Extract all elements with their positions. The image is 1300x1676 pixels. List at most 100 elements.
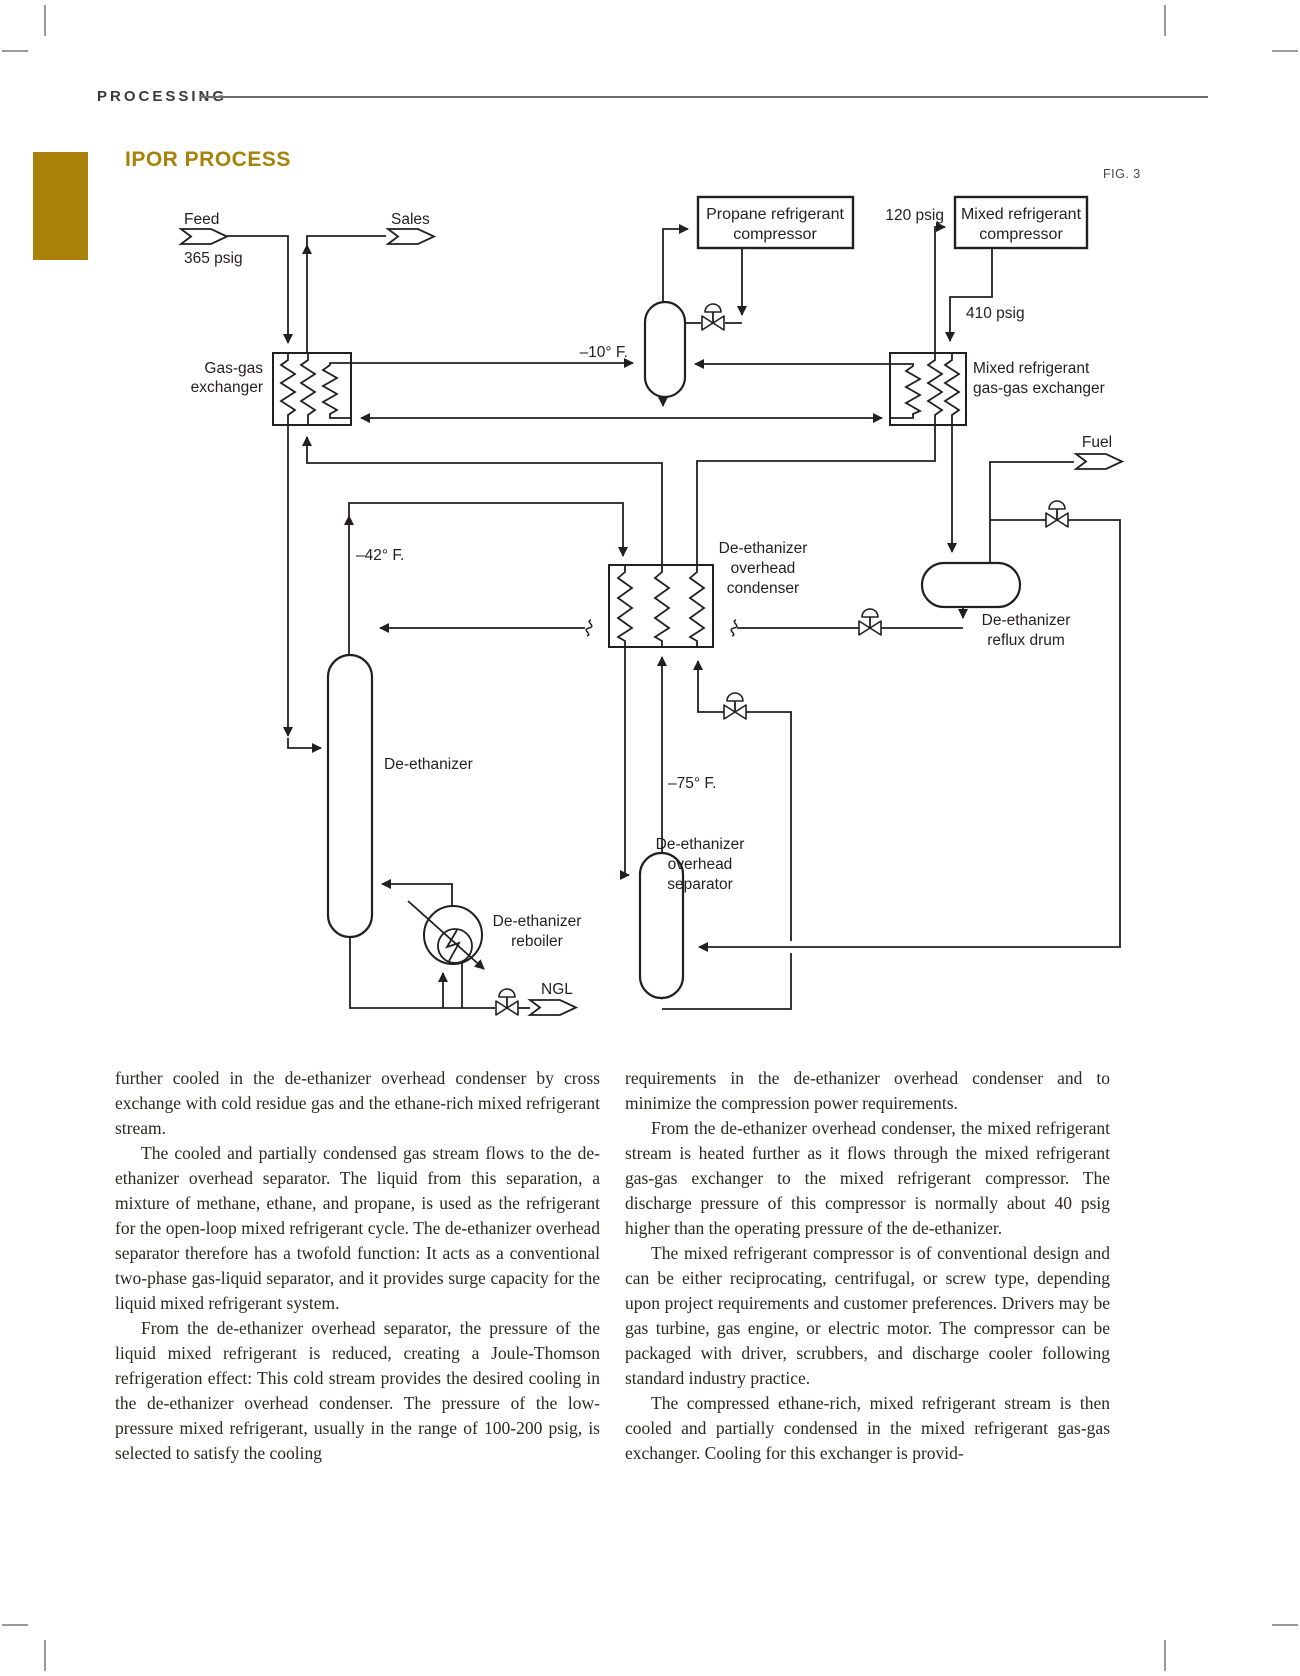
ngl-stream-flag: [527, 999, 579, 1016]
crop-mark: [44, 1640, 46, 1671]
feed-label: Feed: [184, 211, 219, 228]
crop-mark: [44, 5, 46, 36]
feed-pressure-label: 365 psig: [184, 250, 243, 267]
de-ethanizer-overhead-condenser: [608, 564, 714, 648]
reboiler-tube-zigzag: [445, 929, 461, 962]
exchanger-coil: [321, 362, 351, 419]
propane-compressor-label: Propane refrigerant: [706, 206, 844, 223]
fuel-label: Fuel: [1082, 434, 1112, 451]
jt-riser: [746, 711, 792, 941]
de-ethanizer-reflux-drum: [920, 561, 1022, 609]
control-valve-ngl: [495, 988, 519, 1016]
separator-temp-label: –75° F.: [668, 775, 716, 792]
mixed-refrigerant-gas-gas-exchanger: [889, 352, 967, 426]
overhead-to-condenser: [348, 502, 628, 557]
article-paragraph: requirements in the de-ethanizer overhea…: [625, 1068, 1110, 1113]
condenser-label: De-ethanizer: [719, 540, 808, 557]
mr-suction: [934, 222, 946, 353]
fuel-stream-flag: [1073, 453, 1125, 470]
mixed-refrigerant-compressor-box: [953, 195, 1089, 250]
reboiler-return: [381, 879, 453, 906]
article-paragraph: further cooled in the de-ethanizer overh…: [115, 1068, 600, 1138]
vapor-to-separator: [698, 519, 1121, 952]
mr-discharge: [945, 248, 993, 342]
exchanger-coil: [943, 353, 961, 425]
line-break-symbol: [730, 619, 738, 637]
article-right-column: requirements in the de-ethanizer overhea…: [625, 1066, 1110, 1466]
mr-vapor-loop: [696, 425, 936, 565]
crop-mark: [2, 50, 28, 52]
figure-number: FIG. 3: [1103, 167, 1141, 181]
condenser-coil: [653, 565, 671, 647]
mr-exchanger-label: gas-gas exchanger: [973, 380, 1105, 397]
exchanger-coil: [926, 353, 944, 425]
control-valve-propane: [701, 303, 725, 331]
separator-label: De-ethanizer: [656, 836, 745, 853]
propane-compressor-box: [696, 195, 855, 250]
figure-title: IPOR PROCESS: [125, 148, 291, 171]
mr-compressor-label: Mixed refrigerant: [961, 206, 1082, 223]
article-paragraph: From the de-ethanizer overhead separator…: [115, 1318, 600, 1463]
fuel-line: [989, 461, 1074, 563]
propane-chiller-vessel: [643, 300, 687, 399]
separator-label: separator: [667, 876, 732, 893]
reboiler-diagonal: [407, 900, 485, 970]
reflux-drum-label: De-ethanizer: [982, 612, 1071, 629]
condenser-coil: [616, 565, 634, 647]
chiller-temp-label: –10° F.: [580, 344, 628, 361]
sales-stream-flag: [385, 228, 437, 245]
article-paragraph: The mixed refrigerant compressor is of c…: [625, 1243, 1110, 1388]
article-paragraph: The compressed ethane-rich, mixed refrig…: [625, 1393, 1110, 1463]
overhead-temp-label: –42° F.: [356, 547, 404, 564]
feed-stream-flag: [178, 228, 230, 245]
control-valve-jt: [723, 692, 747, 720]
exchanger-coil: [279, 353, 297, 425]
sales-label: Sales: [391, 211, 430, 228]
mr-compressor-label: compressor: [979, 226, 1063, 243]
reflux-drum-label: reflux drum: [987, 632, 1065, 649]
header-rule: [200, 96, 1208, 98]
condenser-label: overhead: [731, 560, 796, 577]
accent-block: [33, 152, 88, 260]
separator-label: overhead: [668, 856, 733, 873]
condenser-to-separator: [620, 647, 630, 880]
line-break-symbol: [585, 619, 593, 637]
sales-line: [306, 235, 386, 247]
crop-mark: [1272, 1624, 1298, 1626]
separator-liquid-elbow: [662, 953, 792, 1010]
de-ethanizer-overhead-separator: [638, 851, 685, 1000]
control-valve-drum-vapor: [1045, 500, 1069, 528]
gas-gas-exchanger: [272, 352, 352, 426]
section-label: PROCESSING: [97, 88, 228, 105]
residue-return-line: [302, 436, 663, 565]
column-bottoms: [349, 937, 495, 1009]
exchanger-coil: [299, 353, 317, 425]
article-left-column: further cooled in the de-ethanizer overh…: [115, 1066, 600, 1466]
condenser-box: [608, 564, 714, 648]
jt-to-condenser: [693, 660, 724, 713]
propane-compressor-label: compressor: [733, 226, 817, 243]
exchanger-coil: [890, 363, 923, 419]
gasgas-exchanger-label: exchanger: [191, 379, 263, 396]
ngl-label: NGL: [541, 981, 573, 998]
reboiler-label: De-ethanizer: [493, 913, 582, 930]
crop-mark: [1164, 1640, 1166, 1671]
article-body: further cooled in the de-ethanizer overh…: [115, 1066, 1110, 1466]
process-lines: [227, 222, 1121, 1010]
condenser-coil: [688, 565, 706, 647]
suction-pressure-label: 120 psig: [885, 207, 944, 224]
crop-mark: [1164, 5, 1166, 36]
gasgas-exchanger-label: Gas-gas: [204, 360, 263, 377]
de-ethanizer-reboiler: [407, 900, 485, 970]
article-paragraph: The cooled and partially condensed gas s…: [115, 1143, 600, 1313]
crop-mark: [1272, 50, 1298, 52]
column-label: De-ethanizer: [384, 756, 473, 773]
discharge-pressure-label: 410 psig: [966, 305, 1025, 322]
mr-exchanger-label: Mixed refrigerant: [973, 360, 1090, 377]
reboiler-tube-bundle: [437, 928, 473, 964]
reboiler-label: reboiler: [511, 933, 563, 950]
condenser-label: condenser: [727, 580, 799, 597]
feed-line: [227, 235, 293, 344]
article-paragraph: From the de-ethanizer overhead condenser…: [625, 1118, 1110, 1238]
